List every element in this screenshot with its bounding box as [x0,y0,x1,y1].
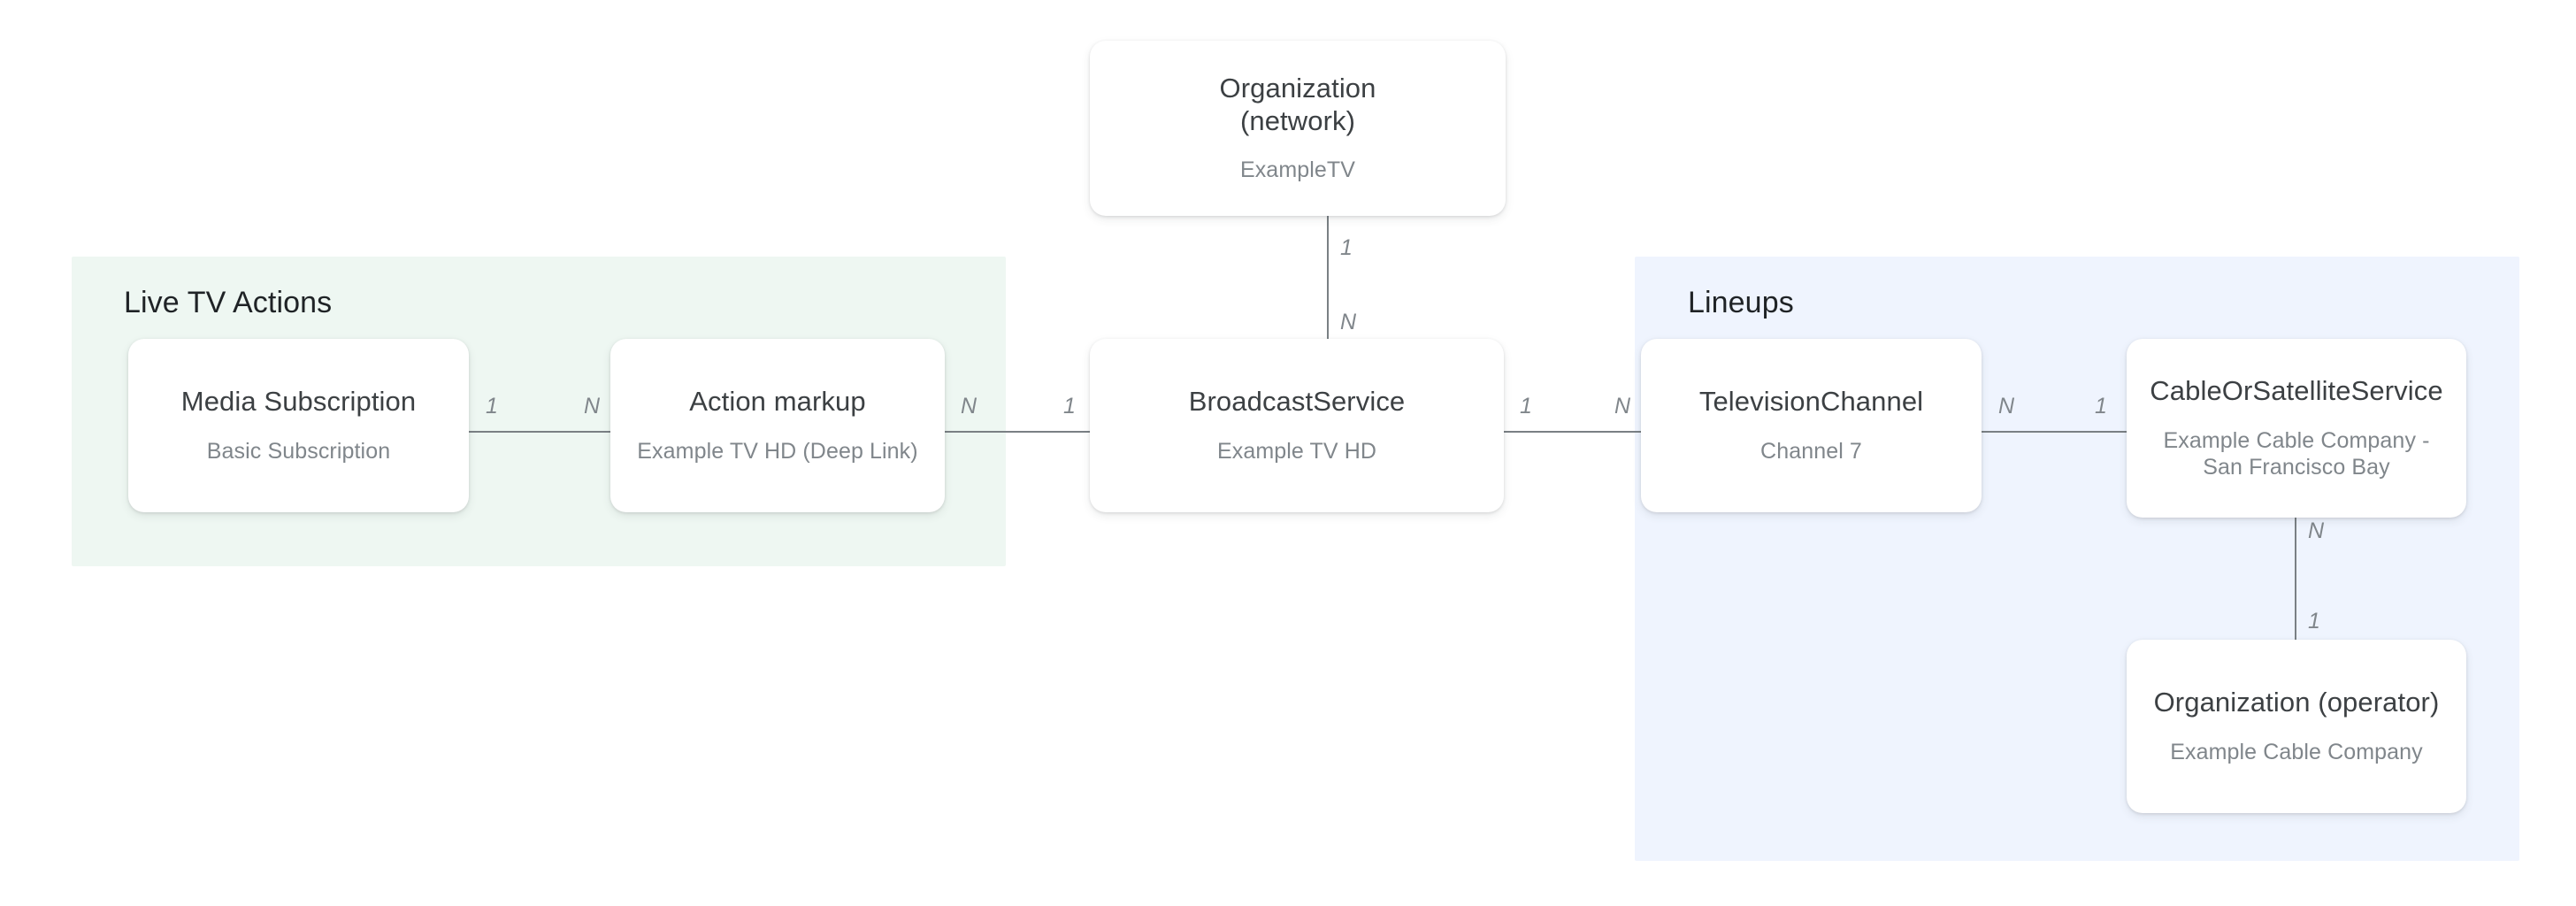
edge-label-action-markup-to: 1 [1063,394,1076,418]
node-organization-network-title: Organization (network) [1219,73,1376,136]
node-organization-operator-subtitle: Example Cable Company [2170,740,2423,765]
node-cable-or-satellite-service-subtitle: Example Cable Company - San Francisco Ba… [2163,427,2430,480]
node-organization-network[interactable]: Organization (network) ExampleTV [1090,41,1506,216]
edge-broadcast-service-television-channel [1501,431,1678,433]
edge-label-television-channel-to: 1 [2095,394,2107,418]
node-media-subscription-subtitle: Basic Subscription [206,439,391,465]
edge-label-media-subscription-from: 1 [486,394,498,418]
edge-label-organization-network-from: 1 [1340,235,1353,260]
edge-television-channel-cable-or-satellite-service [1980,431,2133,433]
node-media-subscription-title: Media Subscription [180,386,417,418]
node-cable-or-satellite-service[interactable]: CableOrSatelliteService Example Cable Co… [2127,339,2466,518]
node-organization-network-subtitle: ExampleTV [1239,157,1356,183]
edge-organization-network-broadcast-service [1327,215,1329,339]
node-broadcast-service-subtitle: Example TV HD [1216,439,1377,465]
edge-media-subscription-action-markup [467,431,617,433]
node-organization-operator-title: Organization (operator) [2153,687,2440,718]
node-television-channel[interactable]: TelevisionChannel Channel 7 [1641,339,1982,512]
edge-label-organization-network-to: N [1340,310,1357,334]
node-action-markup-title: Action markup [689,386,866,418]
edge-label-action-markup-from: N [961,394,978,418]
node-cable-or-satellite-service-title: CableOrSatelliteService [2150,375,2443,407]
node-organization-operator[interactable]: Organization (operator) Example Cable Co… [2127,640,2466,813]
edge-label-television-channel-from: N [1998,394,2015,418]
node-action-markup-subtitle: Example TV HD (Deep Link) [637,439,918,465]
edge-label-cable-or-satellite-service-to: 1 [2308,609,2320,633]
edge-label-media-subscription-to: N [584,394,601,418]
edge-action-markup-broadcast-service [942,431,1097,433]
node-action-markup[interactable]: Action markup Example TV HD (Deep Link) [610,339,945,512]
group-live-tv-actions-title: Live TV Actions [124,286,333,319]
edge-label-broadcast-service-from: 1 [1520,394,1532,418]
node-media-subscription[interactable]: Media Subscription Basic Subscription [128,339,469,512]
edge-cable-or-satellite-service-organization-operator [2295,518,2296,641]
edge-label-broadcast-service-to: N [1614,394,1631,418]
node-broadcast-service[interactable]: BroadcastService Example TV HD [1090,339,1504,512]
node-television-channel-subtitle: Channel 7 [1760,439,1862,465]
edge-label-cable-or-satellite-service-from: N [2308,518,2325,543]
node-broadcast-service-title: BroadcastService [1188,386,1406,418]
node-television-channel-title: TelevisionChannel [1698,386,1924,418]
group-lineups-title: Lineups [1688,286,1794,319]
